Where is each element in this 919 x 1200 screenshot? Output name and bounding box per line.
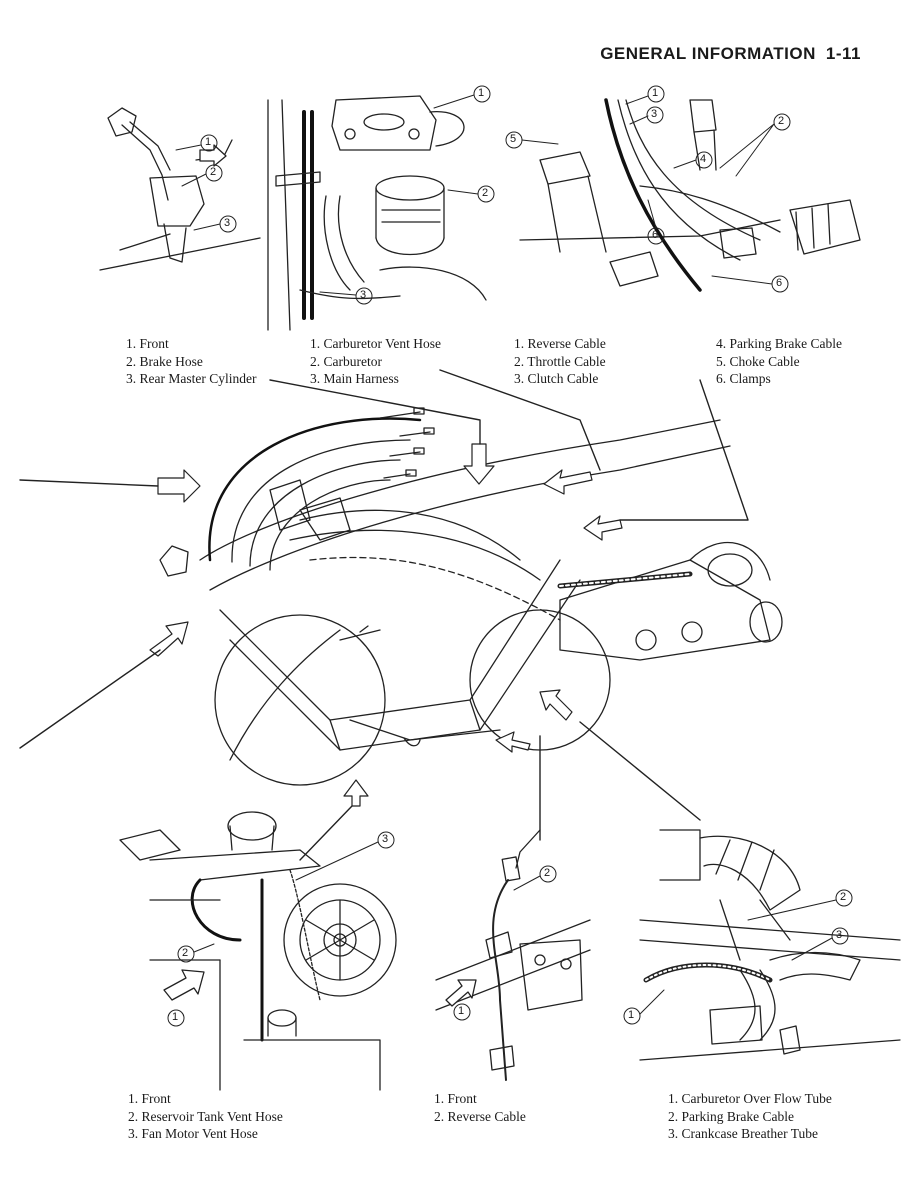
legend-item: 1. Carburetor Vent Hose (310, 336, 441, 351)
callout-3: 3 (382, 833, 389, 845)
callout-group-bottom-mid (453, 865, 557, 1021)
legend-item: 2. Parking Brake Cable (668, 1108, 794, 1124)
legend-item: 3. Clutch Cable (514, 371, 599, 386)
callout-1: 1 (172, 1011, 179, 1023)
callout-1: 1 (478, 87, 485, 99)
legend-bottom-mid: 1. Front 2. Reverse Cable (434, 1090, 526, 1125)
callout-3: 3 (836, 929, 843, 941)
legend-item: 2. Reverse Cable (434, 1108, 526, 1124)
callout-group-top-mid (319, 85, 495, 305)
legend-item: 5. Choke Cable (716, 353, 800, 369)
callout-2: 2 (544, 867, 551, 879)
legend-item: 4. Parking Brake Cable (716, 336, 842, 351)
callout-1: 1 (205, 136, 212, 148)
callout-3: 3 (651, 108, 658, 120)
main-chassis-view (159, 407, 783, 786)
pointer-arrows (149, 443, 623, 807)
callout-2: 2 (840, 891, 847, 903)
legend-item: 2. Reservoir Tank Vent Hose (128, 1108, 283, 1124)
detail-brake-hose (99, 107, 261, 271)
legend-item: 2. Throttle Cable (514, 353, 606, 369)
callout-1: 1 (458, 1005, 465, 1017)
callout-group-bottom-left (167, 831, 395, 1027)
callout-group-top-left (175, 134, 237, 233)
detail-reverse-cable (435, 829, 591, 1081)
legend-top-right-b: 4. Parking Brake Cable 5. Choke Cable 6.… (716, 335, 842, 388)
page-header: GENERAL INFORMATION 1-11 (590, 44, 861, 64)
callout-group-bottom-right (623, 889, 853, 1025)
arrow-front (199, 144, 227, 167)
callout-1: 1 (628, 1009, 635, 1021)
legend-item: 1. Front (434, 1091, 477, 1106)
legend-bottom-left: 1. Front 2. Reservoir Tank Vent Hose 3. … (128, 1090, 283, 1143)
legend-item: 3. Main Harness (310, 371, 399, 386)
legend-item: 3. Fan Motor Vent Hose (128, 1126, 258, 1141)
page-number: 1-11 (825, 44, 861, 63)
callout-2: 2 (210, 166, 217, 178)
callout-2: 2 (182, 947, 189, 959)
section-title: GENERAL INFORMATION (600, 44, 816, 63)
legend-top-left: 1. Front 2. Brake Hose 3. Rear Master Cy… (126, 335, 256, 388)
detail-carburetor (267, 95, 487, 331)
callout-3: 3 (224, 217, 231, 229)
legend-item: 1. Carburetor Over Flow Tube (668, 1091, 832, 1106)
legend-top-mid: 1. Carburetor Vent Hose 2. Carburetor 3.… (310, 335, 441, 388)
legend-bottom-right: 1. Carburetor Over Flow Tube 2. Parking … (668, 1090, 832, 1143)
callout-5: 5 (510, 133, 517, 145)
legend-item: 3. Crankcase Breather Tube (668, 1126, 818, 1141)
callout-2: 2 (482, 187, 489, 199)
callout-1: 1 (652, 87, 659, 99)
legend-top-right-a: 1. Reverse Cable 2. Throttle Cable 3. Cl… (514, 335, 606, 388)
legend-item: 1. Front (128, 1091, 171, 1106)
legend-item: 2. Brake Hose (126, 353, 203, 369)
callout-4: 4 (700, 153, 707, 165)
legend-item: 1. Front (126, 336, 169, 351)
legend-item: 3. Rear Master Cylinder (126, 371, 257, 386)
legend-item: 6. Clamps (716, 371, 771, 386)
detail-fan-motor (119, 811, 397, 1091)
legend-item: 2. Carburetor (310, 353, 382, 369)
detail-breather-tubes (639, 829, 901, 1061)
detail-cables (519, 98, 861, 292)
callout-2: 2 (778, 115, 785, 127)
callout-3: 3 (360, 289, 367, 301)
legend-item: 1. Reverse Cable (514, 336, 606, 351)
callout-6: 6 (776, 277, 783, 289)
callout-group-top-right (505, 85, 791, 293)
callout-6: 6 (652, 229, 659, 241)
leader-lines (19, 369, 749, 861)
